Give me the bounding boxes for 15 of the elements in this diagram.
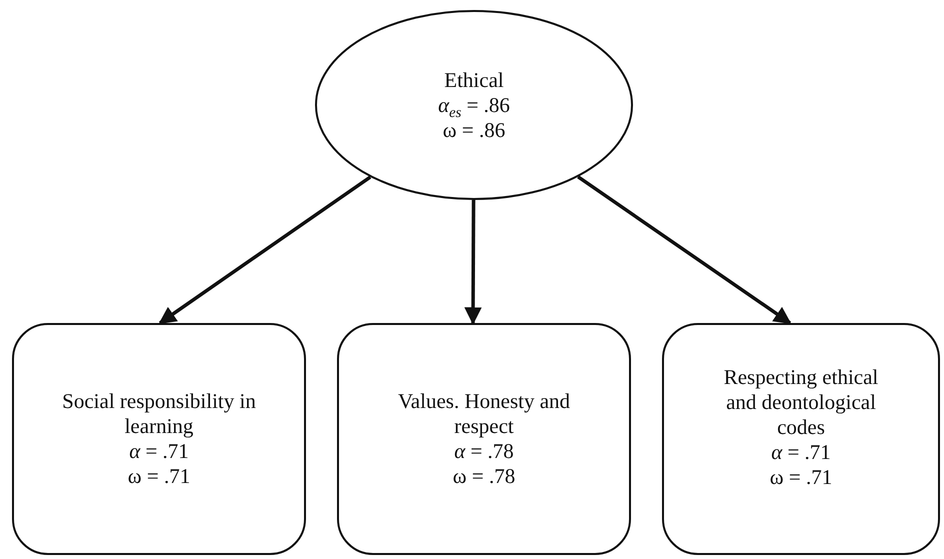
reliability-coefficient: α$_{es}$ = .86 bbox=[438, 92, 510, 118]
arrow bbox=[577, 175, 792, 324]
reliability-coefficient: α = .71 bbox=[771, 440, 831, 465]
reliability-coefficient: ω = .86 bbox=[442, 118, 506, 142]
reliability-coefficient: α = .78 bbox=[454, 439, 514, 464]
factor-box bbox=[662, 323, 940, 555]
factor-name: Ethical bbox=[444, 68, 504, 92]
arrow bbox=[464, 200, 482, 325]
arrow bbox=[158, 176, 372, 324]
factor-box bbox=[12, 323, 306, 555]
reliability-coefficient: ω = .71 bbox=[770, 465, 832, 490]
factor-box bbox=[337, 323, 631, 555]
reliability-coefficient: ω = .78 bbox=[452, 464, 516, 489]
reliability-coefficient: α = .71 bbox=[129, 439, 189, 464]
reliability-coefficient: ω = .71 bbox=[128, 464, 190, 489]
